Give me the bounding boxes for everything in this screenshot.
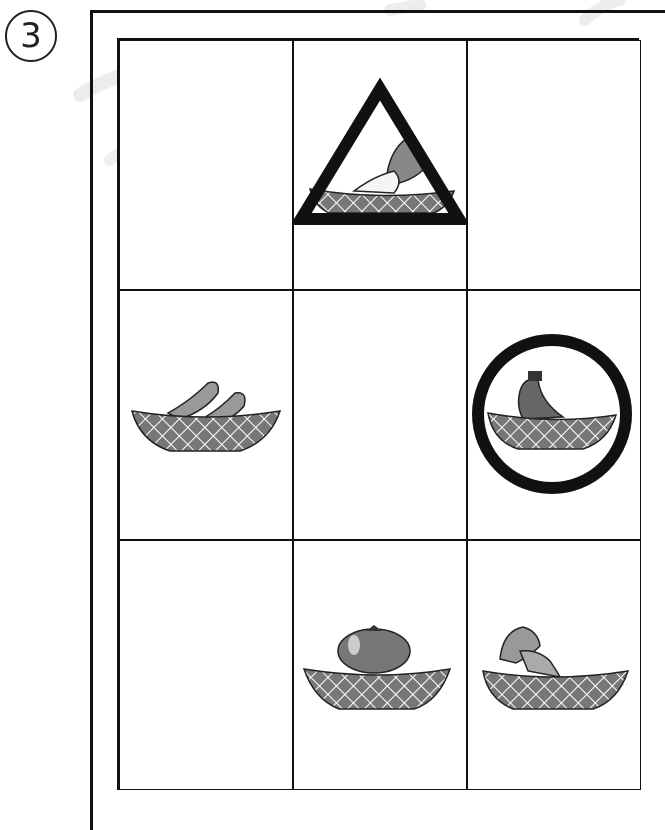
- cell-r2c2: [293, 290, 467, 540]
- cell-r3c3: [467, 540, 641, 790]
- cell-r2c3: [467, 290, 641, 540]
- cell-r3c1: [119, 540, 293, 790]
- edamame-basket-icon: [120, 291, 292, 539]
- cell-r1c1: [119, 40, 293, 290]
- picture-grid: [117, 38, 639, 790]
- problem-number-text: 3: [20, 19, 42, 53]
- carrot-basket-icon: [468, 541, 640, 789]
- problem-number: 3: [5, 10, 57, 62]
- cell-r1c3: [467, 40, 641, 290]
- daikon-basket-icon: [294, 41, 466, 289]
- cell-r3c2: [293, 540, 467, 790]
- cell-r2c1: [119, 290, 293, 540]
- tomato-basket-icon: [294, 541, 466, 789]
- eggplant-basket-icon: [468, 291, 640, 539]
- cell-r1c2: [293, 40, 467, 290]
